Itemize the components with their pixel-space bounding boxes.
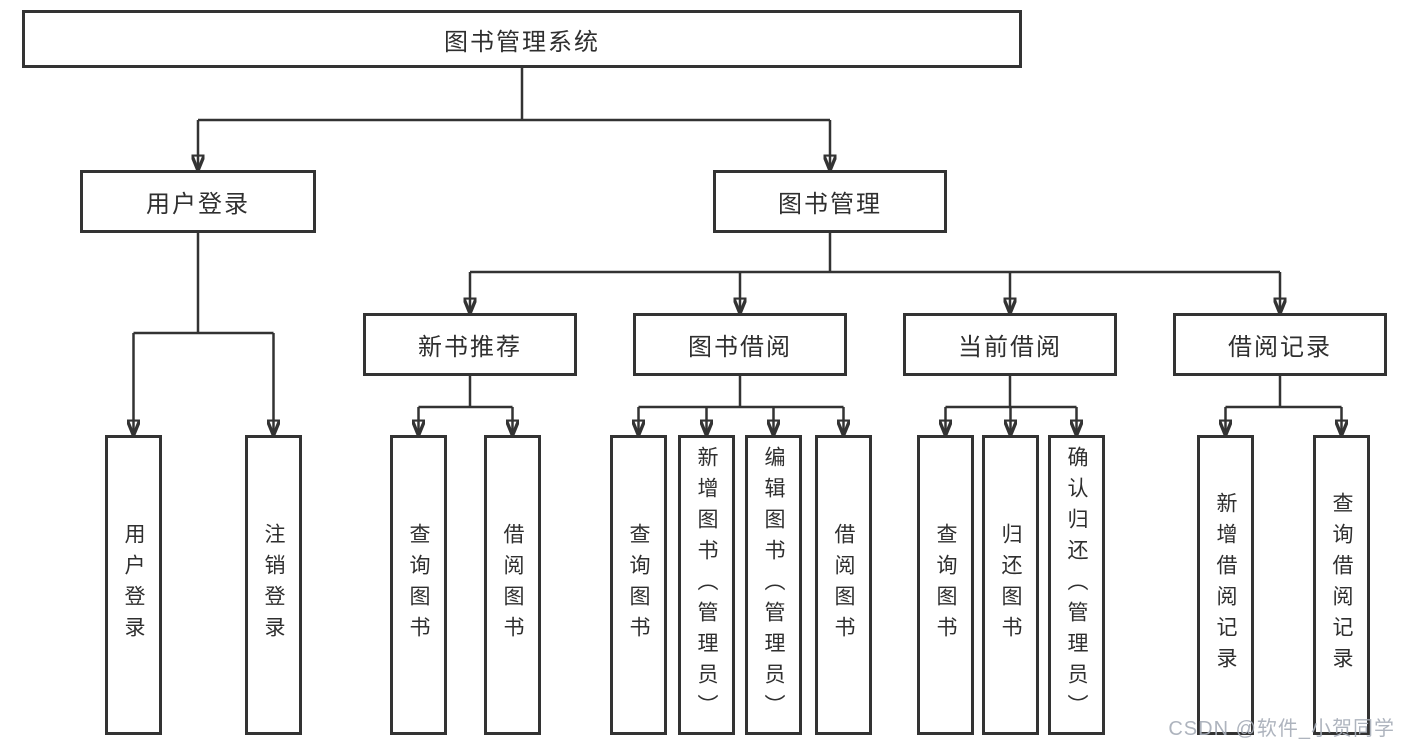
leaf-add-book-admin: 新增图书（管理员）	[678, 435, 735, 735]
node-book-borrow: 图书借阅	[633, 313, 847, 376]
leaf-borrow-query-book: 查询图书	[610, 435, 667, 735]
node-book-management: 图书管理	[713, 170, 947, 233]
node-library-system: 图书管理系统	[22, 10, 1022, 68]
node-current-borrow: 当前借阅	[903, 313, 1117, 376]
leaf-add-borrow-record: 新增借阅记录	[1197, 435, 1254, 735]
leaf-borrow-book: 借阅图书	[815, 435, 872, 735]
leaf-logout: 注销登录	[245, 435, 302, 735]
leaf-current-query-book: 查询图书	[917, 435, 974, 735]
node-user-login: 用户登录	[80, 170, 316, 233]
leaf-user-login: 用户登录	[105, 435, 162, 735]
node-new-book-recommend: 新书推荐	[363, 313, 577, 376]
leaf-confirm-return-admin: 确认归还（管理员）	[1048, 435, 1105, 735]
tree-branch-lines	[133, 68, 1342, 409]
watermark-text: CSDN @软件_小贺同学	[1168, 718, 1395, 740]
leaf-edit-book-admin: 编辑图书（管理员）	[745, 435, 802, 735]
leaf-recommend-query-book: 查询图书	[390, 435, 447, 735]
leaf-recommend-borrow-book: 借阅图书	[484, 435, 541, 735]
tree-arrow-lines	[134, 120, 1342, 434]
leaf-query-borrow-record: 查询借阅记录	[1313, 435, 1370, 735]
node-borrow-record: 借阅记录	[1173, 313, 1387, 376]
leaf-return-book: 归还图书	[982, 435, 1039, 735]
